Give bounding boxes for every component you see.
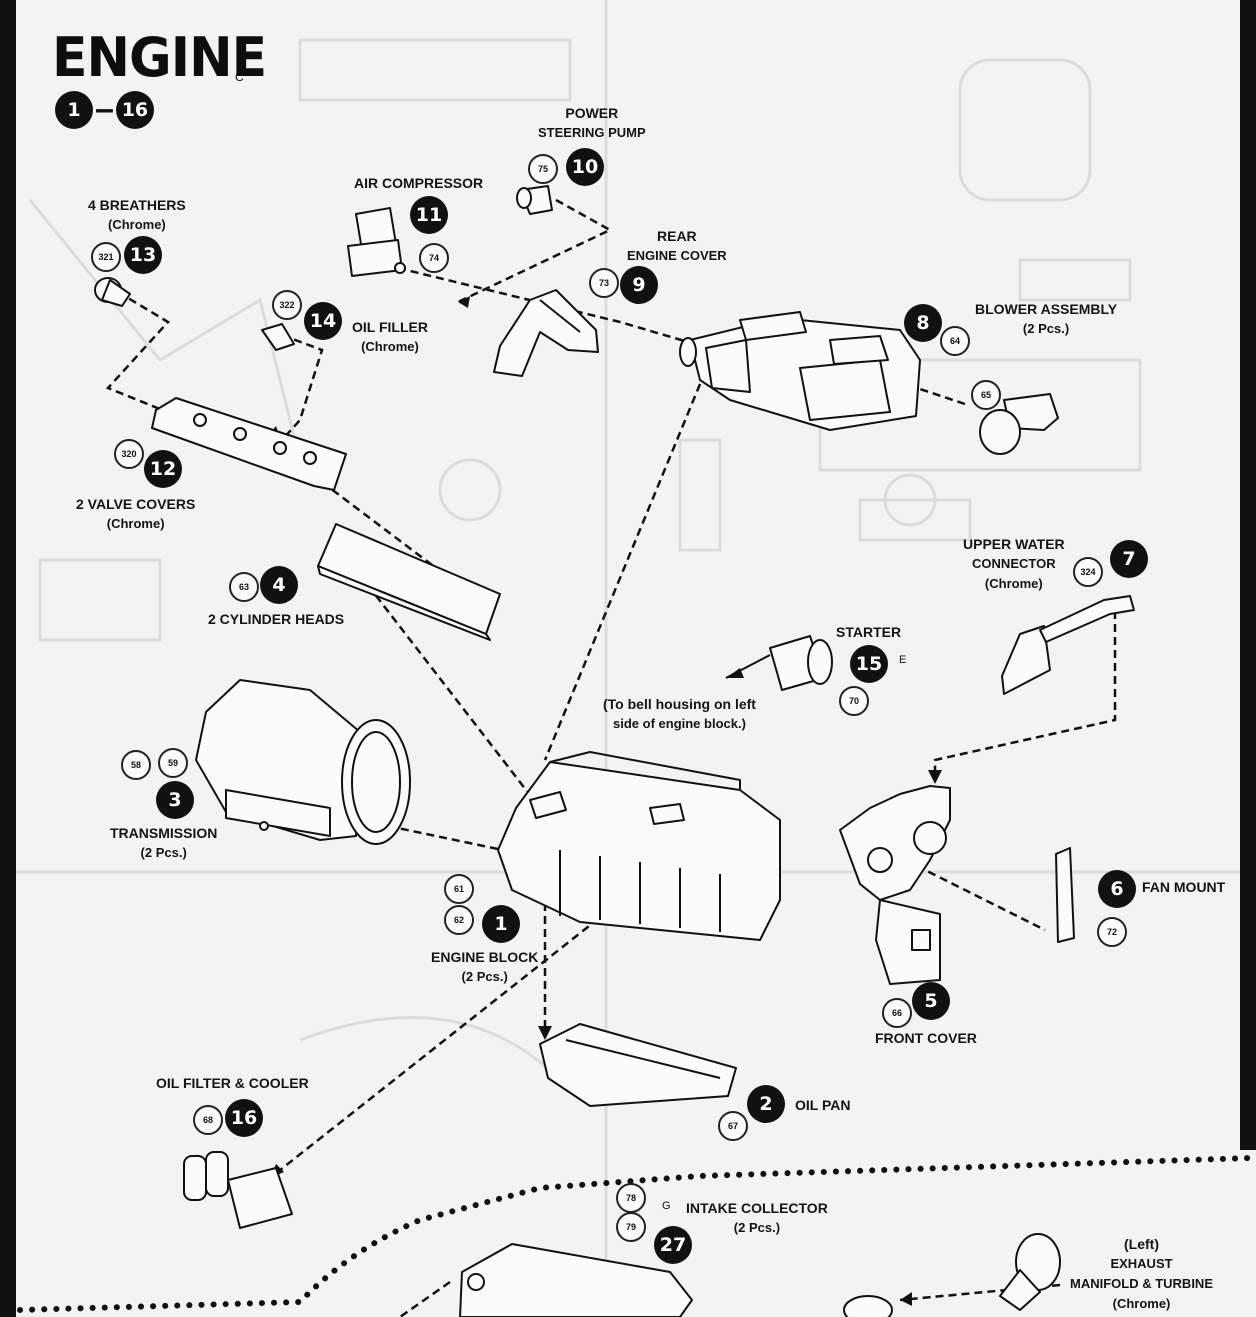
blower-assembly-part-number-a: 64 bbox=[940, 326, 970, 356]
valve-cover-drawing bbox=[151, 397, 347, 491]
oil-filter-label: OIL FILTER & COOLER bbox=[156, 1075, 309, 1091]
valve-covers-part-number: 320 bbox=[114, 439, 144, 469]
cylinder-heads-part-number: 63 bbox=[229, 572, 259, 602]
blower-assembly-drawing bbox=[679, 311, 921, 431]
oil-pan-step: 2 bbox=[747, 1085, 785, 1123]
rear-engine-cover-part-number: 73 bbox=[589, 268, 619, 298]
oil-pan-label: OIL PAN bbox=[795, 1097, 851, 1113]
fan-mount-part-number: 72 bbox=[1097, 917, 1127, 947]
power-steering-pump-part-number: 75 bbox=[528, 154, 558, 184]
air-compressor-part-number: 74 bbox=[419, 243, 449, 273]
starter-label: STARTER bbox=[836, 624, 902, 640]
upper-water-connector-part-number: 324 bbox=[1073, 557, 1103, 587]
upper-water-connector-step: 7 bbox=[1110, 540, 1148, 578]
right-border bbox=[1240, 0, 1256, 1150]
front-cover-part-number: 66 bbox=[882, 998, 912, 1028]
breathers-label: 4 BREATHERS(Chrome) bbox=[88, 197, 186, 232]
starter-drawing bbox=[769, 635, 833, 691]
oil-filter-step: 16 bbox=[225, 1099, 263, 1137]
engine-block-part-number-b: 62 bbox=[444, 905, 474, 935]
intake-collector-label: INTAKE COLLECTOR(2 Pcs.) bbox=[686, 1200, 828, 1235]
cylinder-head-drawing bbox=[317, 523, 501, 641]
front-cover-label: FRONT COVER bbox=[875, 1030, 977, 1046]
rear-engine-cover-drawing bbox=[493, 289, 599, 377]
fan-mount-step: 6 bbox=[1098, 870, 1136, 908]
transmission-step: 3 bbox=[156, 781, 194, 819]
transmission-label: TRANSMISSION(2 Pcs.) bbox=[110, 825, 218, 860]
intake-collector-step: 27 bbox=[654, 1226, 692, 1264]
engine-block-step: 1 bbox=[482, 905, 520, 943]
starter-step: 15 bbox=[850, 645, 888, 683]
transmission-drawing bbox=[195, 679, 411, 845]
oil-filler-part-number: 322 bbox=[272, 290, 302, 320]
intake-collector-drawing bbox=[459, 1243, 693, 1317]
step-range: 1 – 16 bbox=[55, 90, 154, 129]
power-steering-pump-drawing bbox=[516, 185, 553, 215]
engine-block-drawing bbox=[497, 751, 781, 941]
cylinder-heads-step: 4 bbox=[260, 566, 298, 604]
power-steering-pump-step: 10 bbox=[566, 148, 604, 186]
intake-collector-part-number-a: 78 bbox=[616, 1183, 646, 1213]
blower-assembly-part-number-b: 65 bbox=[971, 380, 1001, 410]
breather-drawing bbox=[94, 277, 131, 307]
blower-assembly-label: BLOWER ASSEMBLY(2 Pcs.) bbox=[975, 301, 1118, 336]
exhaust-manifold-drawing bbox=[843, 1233, 1061, 1317]
valve-covers-step: 12 bbox=[144, 450, 182, 488]
intake-collector-part-number-b: 79 bbox=[616, 1212, 646, 1242]
oil-pan-part-number: 67 bbox=[718, 1111, 748, 1141]
fan-mount-label: FAN MOUNT bbox=[1142, 879, 1226, 895]
step-start-badge: 1 bbox=[55, 90, 93, 129]
breathers-part-number: 321 bbox=[91, 242, 121, 272]
air-compressor-drawing bbox=[347, 207, 406, 277]
starter-part-number: 70 bbox=[839, 686, 869, 716]
oil-filter-part-number: 68 bbox=[193, 1105, 223, 1135]
cylinder-heads-label: 2 CYLINDER HEADS bbox=[208, 611, 345, 627]
engine-block-label: ENGINE BLOCK(2 Pcs.) bbox=[431, 949, 539, 984]
step-range-dash: – bbox=[95, 90, 114, 128]
oil-filter-drawing bbox=[183, 1151, 293, 1229]
intake-collector-reference-mark: G bbox=[662, 1200, 671, 1212]
air-compressor-step: 11 bbox=[410, 196, 448, 234]
rear-engine-cover-step: 9 bbox=[620, 266, 658, 304]
breathers-step: 13 bbox=[124, 236, 162, 274]
page-title: ENGINE bbox=[52, 26, 267, 90]
starter-reference-mark: E bbox=[899, 654, 907, 666]
title-reference-mark: C bbox=[235, 70, 244, 84]
section-divider-dots bbox=[17, 1155, 1253, 1313]
front-cover-step: 5 bbox=[912, 982, 950, 1020]
upper-water-connector-drawing bbox=[1001, 595, 1135, 695]
valve-covers-label: 2 VALVE COVERS(Chrome) bbox=[76, 496, 196, 531]
oil-filler-label: OIL FILLER(Chrome) bbox=[352, 319, 428, 354]
blower-end-cap-drawing bbox=[979, 393, 1059, 455]
oil-pan-drawing bbox=[539, 1023, 737, 1107]
blower-assembly-step: 8 bbox=[904, 304, 942, 342]
step-end-badge: 16 bbox=[115, 90, 154, 129]
oil-filler-drawing bbox=[261, 323, 295, 351]
engine-block-part-number-a: 61 bbox=[444, 874, 474, 904]
oil-filler-step: 14 bbox=[304, 302, 342, 340]
front-cover-drawing bbox=[839, 785, 951, 985]
transmission-part-number-a: 58 bbox=[121, 750, 151, 780]
fan-mount-drawing bbox=[1055, 847, 1075, 943]
air-compressor-label: AIR COMPRESSOR bbox=[354, 175, 484, 191]
transmission-part-number-b: 59 bbox=[158, 748, 188, 778]
left-border bbox=[0, 0, 16, 1317]
